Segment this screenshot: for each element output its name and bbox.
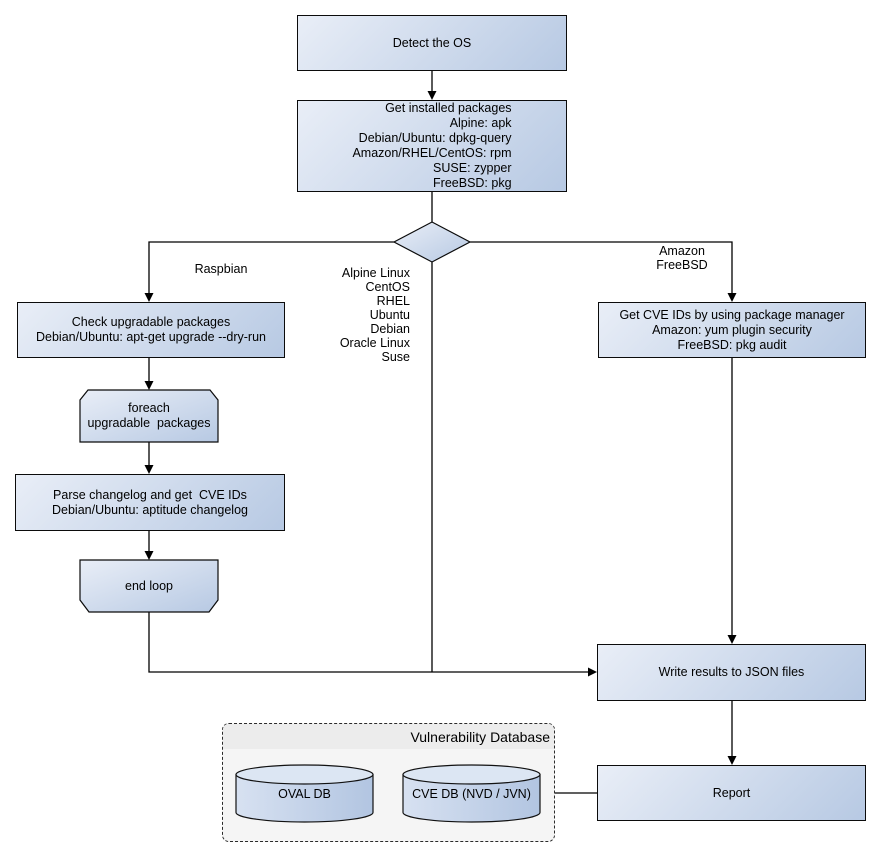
foreach-loop-label: foreach upgradable packages — [87, 401, 211, 430]
edge-label-distro-list: Alpine Linux CentOS RHEL Ubuntu Debian O… — [339, 266, 410, 364]
foreach-loop-shape — [79, 389, 219, 443]
node-check-upgradable-packages-label: Check upgradable packages Debian/Ubuntu:… — [36, 315, 266, 344]
end-loop-label: end loop — [125, 578, 173, 593]
arrowhead-down-parse — [144, 465, 154, 474]
node-parse-changelog: Parse changelog and get CVE IDs Debian/U… — [15, 474, 285, 531]
cve-db-label: CVE DB (NVD / JVN) — [412, 786, 531, 801]
node-get-installed-packages: Get installed packages Alpine: apk Debia… — [297, 100, 567, 192]
arrowhead-down-packages — [427, 91, 437, 100]
arrowhead-down-check-upgradable — [144, 293, 154, 302]
node-get-cve-ids-label: Get CVE IDs by using package manager Ama… — [619, 307, 845, 352]
cve-db-cylinder-top — [402, 764, 541, 785]
arrowhead-down-report — [727, 756, 737, 765]
node-get-cve-ids-by-package-manager: Get CVE IDs by using package manager Ama… — [598, 302, 866, 358]
edge-decision-to-check-upgradable — [148, 241, 394, 294]
arrowhead-down-endloop — [144, 551, 154, 560]
vulnerability-database-title: Vulnerability Database — [410, 728, 550, 745]
node-report: Report — [597, 765, 866, 821]
vulnerability-database-titlebar: Vulnerability Database — [223, 724, 554, 749]
arrowhead-down-write-json — [727, 635, 737, 644]
node-get-installed-packages-label: Get installed packages Alpine: apk Debia… — [352, 101, 512, 190]
node-detect-os: Detect the OS — [297, 15, 567, 71]
node-write-results-to-json: Write results to JSON files — [597, 644, 866, 701]
node-detect-os-label: Detect the OS — [392, 35, 472, 50]
node-parse-changelog-label: Parse changelog and get CVE IDs Debian/U… — [52, 487, 248, 517]
arrowhead-down-get-cve — [727, 293, 737, 302]
node-write-results-label: Write results to JSON files — [658, 665, 805, 679]
edge-decision-to-get-cve — [470, 241, 733, 294]
arrowhead-right-write-json — [588, 667, 597, 677]
oval-db-label: OVAL DB — [278, 786, 331, 801]
node-check-upgradable-packages: Check upgradable packages Debian/Ubuntu:… — [17, 302, 285, 358]
edge-label-amazon-freebsd: Amazon FreeBSD — [656, 244, 708, 272]
decision-diamond — [392, 221, 472, 263]
end-loop-shape — [79, 559, 219, 613]
node-report-label: Report — [712, 785, 751, 800]
edge-endloop-to-write-json — [148, 612, 589, 673]
edge-label-raspbian: Raspbian — [194, 262, 248, 276]
oval-db-cylinder-body — [235, 773, 374, 823]
oval-db-cylinder-top — [235, 764, 374, 785]
cve-db-cylinder-body — [402, 773, 541, 823]
arrowhead-down-foreach — [144, 381, 154, 390]
